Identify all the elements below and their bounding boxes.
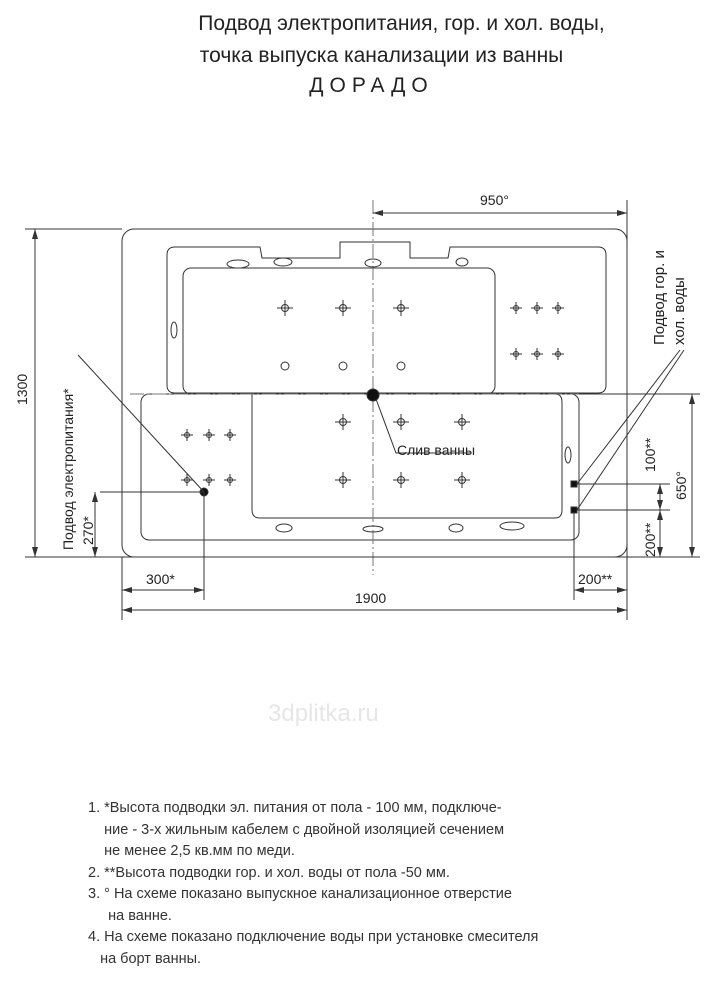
model-name: ДОРАДО <box>309 74 434 97</box>
dim-width-total: 1900 <box>355 590 386 606</box>
dim-drain-offset: 950° <box>480 192 509 208</box>
dim-water-x: 200** <box>578 571 613 587</box>
jets-group <box>180 299 565 489</box>
note-line: 1. *Высота подводки эл. питания от пола … <box>88 800 502 816</box>
note-line: 3. ° На схеме показано выпускное канализ… <box>88 886 512 902</box>
water-point-2 <box>570 506 578 514</box>
dim-height-total: 1300 <box>14 374 30 405</box>
note-line: на борт ванны. <box>88 950 202 967</box>
tub-lower-inner <box>251 393 563 519</box>
power-label: Подвод электропитания* <box>60 388 76 550</box>
dim-water-y-lower: 200** <box>642 522 658 557</box>
title-line-1: Подвод электропитания, гор. и хол. воды, <box>198 12 605 35</box>
dim-water-y-upper: 100** <box>642 437 658 472</box>
notes-list: 1. *Высота подводки эл. питания от пола … <box>88 798 538 970</box>
dim-power-x: 300* <box>146 571 175 587</box>
note-line: не менее 2,5 кв.мм по меди. <box>88 843 295 859</box>
note-line: на ванне. <box>88 907 172 924</box>
drain-point <box>366 388 380 402</box>
tub-upper-inner <box>182 267 496 395</box>
dim-power-y: 270* <box>80 516 96 545</box>
title-line-2: точка выпуска канализации из ванны <box>199 44 564 67</box>
note-line: ние - 3-х жильным кабелем с двойной изол… <box>88 821 505 838</box>
note-line: 2. **Высота подводки гор. и хол. воды от… <box>88 864 450 881</box>
note-line: 4. На схеме показано подключение воды пр… <box>88 929 539 945</box>
water-label-line-2: хол. воды <box>671 277 688 345</box>
drain-label: Слив ванны <box>397 442 475 458</box>
water-point-1 <box>570 480 578 488</box>
dim-drain-y: 650° <box>673 471 689 500</box>
tub-upper-basin <box>166 241 607 394</box>
water-label-line-1: Подвод гор. и <box>651 250 668 345</box>
watermark: 3dplitka.ru <box>268 700 379 727</box>
